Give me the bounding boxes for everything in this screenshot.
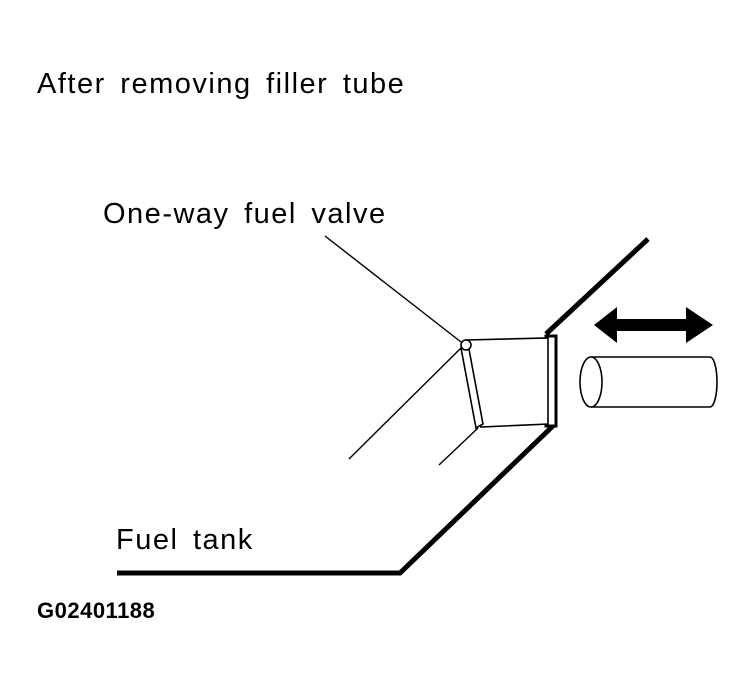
fuel-tank-wall (117, 422, 557, 576)
valve-leader-line (324, 235, 462, 343)
filler-tube (579, 356, 718, 408)
filler-tube-body (591, 356, 718, 408)
diagram-title: After removing filler tube (37, 68, 406, 100)
filler-tube-end (579, 356, 603, 408)
movement-arrow-icon (594, 307, 713, 343)
valve-hinge-guide-line (348, 347, 462, 460)
valve-flap-guide-line (438, 427, 479, 466)
fuel-tank-label: Fuel tank (116, 524, 254, 556)
figure-id: G02401188 (37, 598, 156, 623)
valve-label: One-way fuel valve (103, 198, 387, 230)
valve-hinge (460, 339, 472, 351)
filler-neck-wall (544, 237, 650, 336)
